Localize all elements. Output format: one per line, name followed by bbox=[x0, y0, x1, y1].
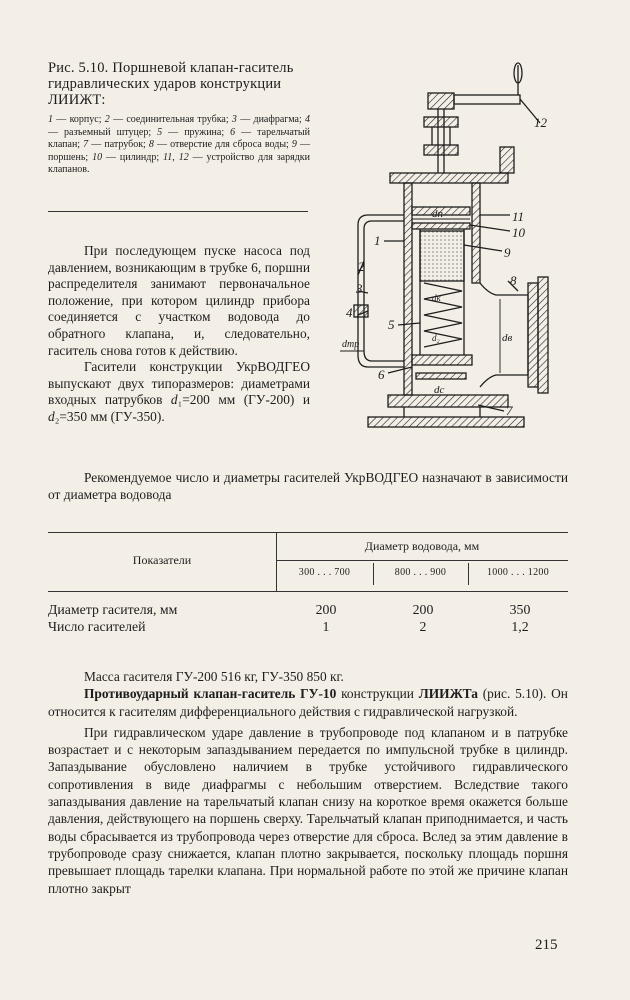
label-12: 12 bbox=[534, 115, 548, 130]
label-dk: dк bbox=[432, 293, 442, 303]
label-4: 4 bbox=[346, 305, 353, 320]
data-table-header: Показатели Диаметр водовода, мм 300 . . … bbox=[48, 532, 568, 592]
table-range: 1000 . . . 1200 bbox=[487, 567, 549, 578]
figure-caption-title: Рис. 5.10. Поршневой клапан-гаситель гид… bbox=[48, 60, 294, 108]
label-dp: dп bbox=[432, 208, 444, 220]
label-5: 5 bbox=[388, 317, 395, 332]
label-8: 8 bbox=[510, 273, 517, 288]
bold-term: Противоударный клапан-гаситель ГУ-10 bbox=[84, 686, 337, 702]
label-9: 9 bbox=[504, 245, 511, 260]
label-11: 11 bbox=[512, 209, 524, 224]
figure-legend: 1 — корпус; 2 — соединительная трубка; 3… bbox=[48, 114, 311, 176]
cell-value: 1,2 bbox=[511, 619, 529, 634]
row-label: Диаметр гасителя, мм bbox=[48, 602, 178, 617]
body-text: Масса гасителя ГУ-200 516 кг, ГУ-350 850… bbox=[48, 668, 568, 897]
table-col-header: Показатели bbox=[132, 553, 192, 567]
data-table-body: Диаметр гасителя, мм 200 200 350 Число г… bbox=[48, 601, 568, 635]
cell-value: 200 bbox=[412, 602, 434, 617]
label-dc: dс bbox=[434, 384, 445, 396]
label-6: 6 bbox=[378, 367, 385, 382]
label-d2: d₂ bbox=[432, 333, 440, 343]
label-3: 3 bbox=[355, 281, 363, 296]
caption-divider bbox=[48, 211, 308, 212]
page-number: 215 bbox=[535, 937, 558, 953]
paragraph: При последующем пуске насоса под давлени… bbox=[48, 243, 310, 358]
table-range: 800 . . . 900 bbox=[394, 567, 447, 578]
label-dtr: dтр bbox=[342, 339, 359, 350]
intro-paragraph: Рекомендуемое число и диаметры гасителей… bbox=[48, 470, 568, 503]
paragraph-gu10: Противоударный клапан-гаситель ГУ-10 кон… bbox=[48, 686, 568, 719]
valve-drawing: 12 11 10 9 1 2 3 4 5 6 7 8 dп dс dв dтр … bbox=[340, 62, 549, 428]
cell-value: 200 bbox=[315, 602, 337, 617]
table-row: Диаметр гасителя, мм 200 200 350 bbox=[48, 601, 568, 618]
label-1: 1 bbox=[374, 233, 381, 248]
label-10: 10 bbox=[512, 225, 526, 240]
label-7: 7 bbox=[506, 403, 513, 418]
cell-value: 350 bbox=[509, 602, 531, 617]
bold-term: ЛИИЖТа bbox=[418, 686, 478, 702]
row-label: Число гасителей bbox=[48, 619, 146, 634]
mass-line: Масса гасителя ГУ-200 516 кг, ГУ-350 850… bbox=[84, 669, 344, 684]
paragraph: Гасители конструкции УкрВОДГЕО выпускают… bbox=[48, 359, 311, 424]
cell-value: 1 bbox=[322, 619, 330, 634]
column-text: При последующем пуске насоса под давлени… bbox=[48, 243, 310, 426]
table-row: Число гасителей 1 2 1,2 bbox=[48, 618, 568, 635]
table-group-header: Диаметр водовода, мм bbox=[364, 539, 480, 553]
cell-value: 2 bbox=[419, 619, 427, 634]
label-dv: dв bbox=[502, 332, 513, 344]
label-2: 2 bbox=[358, 259, 365, 274]
paragraph-hydraulic-shock: При гидравлическом ударе давление в труб… bbox=[48, 724, 568, 896]
table-range: 300 . . . 700 bbox=[298, 567, 351, 578]
